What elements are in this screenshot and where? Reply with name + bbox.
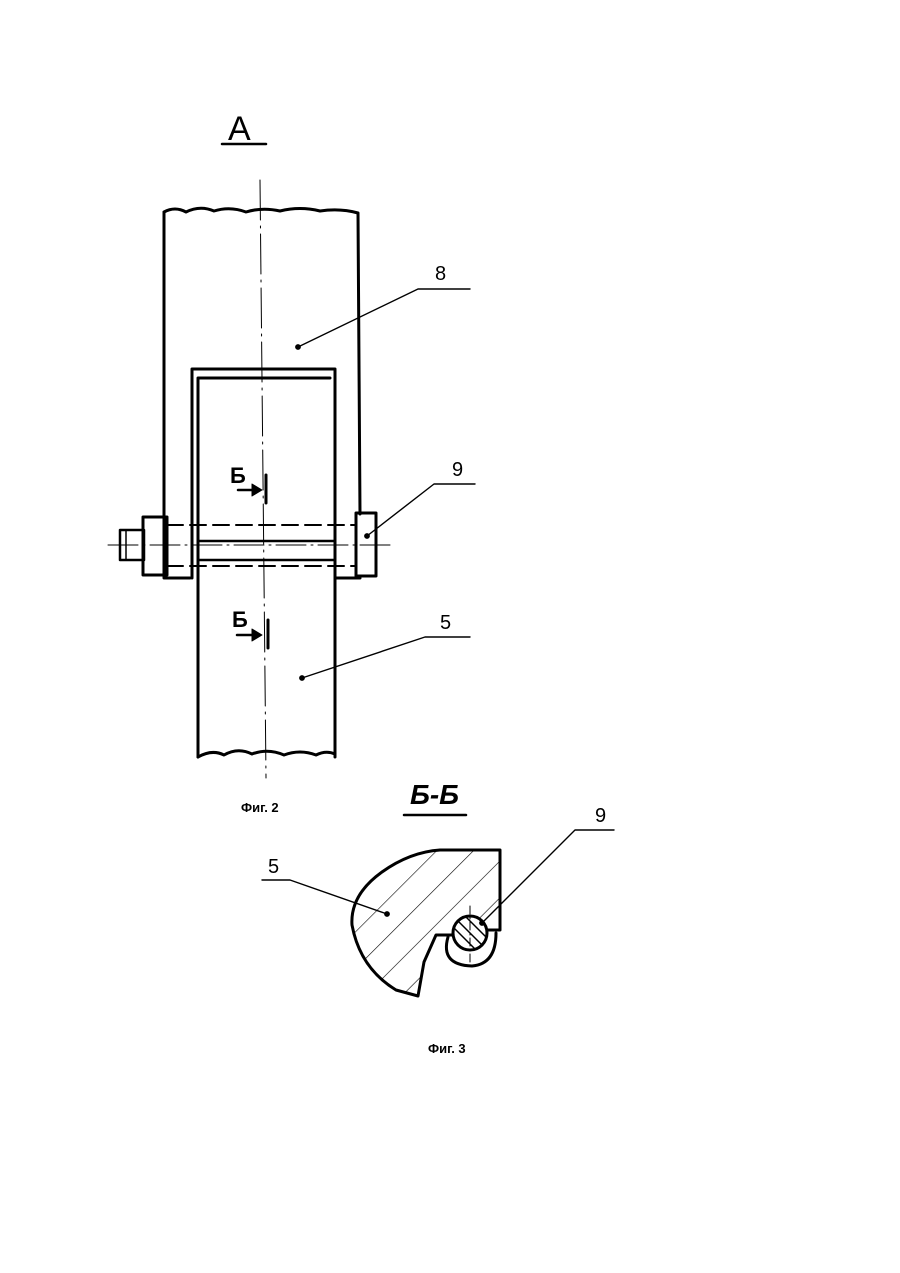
fig3-caption: Фиг. 3 [428, 1042, 466, 1055]
fig2-caption: Фиг. 2 [241, 801, 279, 814]
fig3-callout-part-9: 9 [595, 806, 606, 826]
section-title: Б-Б [410, 781, 459, 809]
fig3-callout-part-5: 5 [268, 857, 279, 877]
callout-part-9: 9 [452, 460, 463, 480]
section-mark-upper: Б [230, 465, 246, 487]
view-label: А [228, 112, 251, 146]
bolt-part-9 [108, 513, 392, 578]
tube-part-5-break-line [198, 751, 335, 757]
section-mark-lower: Б [232, 609, 248, 631]
fig2-view [108, 180, 475, 778]
fig3-section [262, 815, 614, 1010]
callout-part-5: 5 [440, 613, 451, 633]
callout-part-8: 8 [435, 264, 446, 284]
